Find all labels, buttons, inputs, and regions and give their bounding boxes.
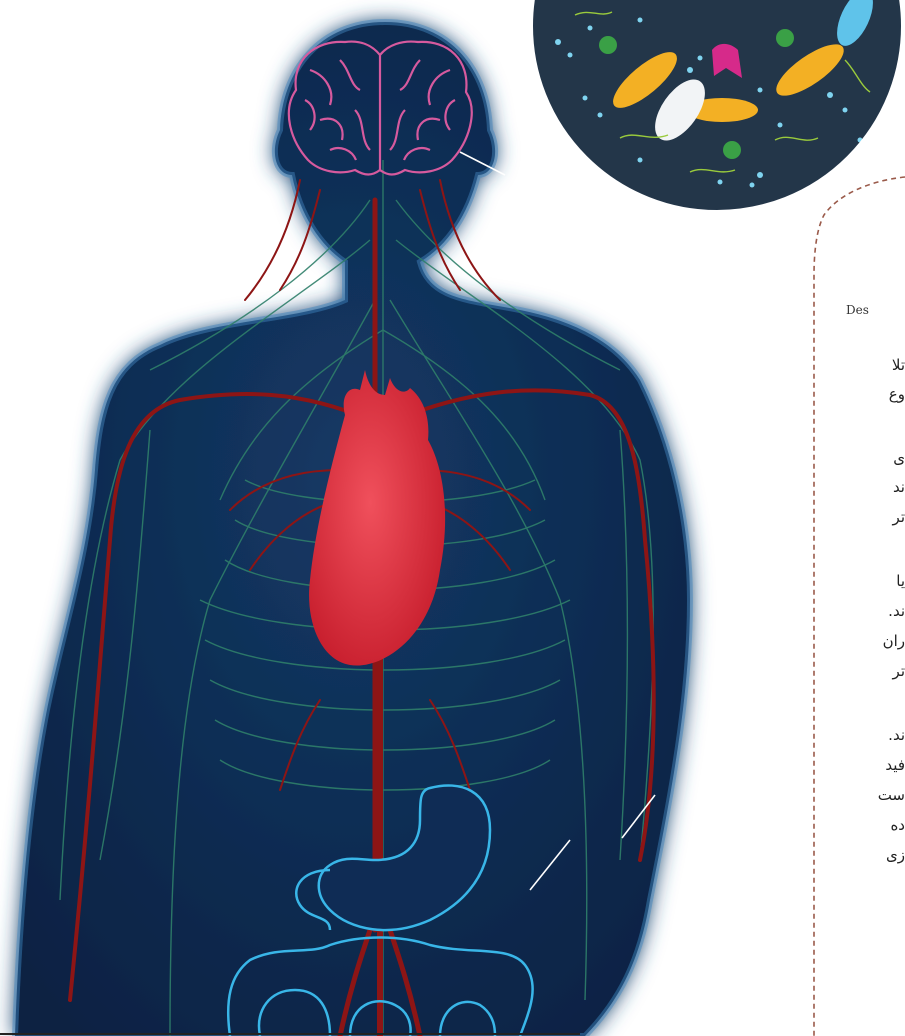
paragraph-3-line-3: ران — [883, 631, 905, 651]
paragraph-1-line-1: تلا — [892, 355, 905, 375]
paragraph-4-line-3: ست — [878, 785, 905, 805]
description-panel: Des تلا وع ی ند تر یا ند. ران تر ند. فید… — [808, 175, 905, 1036]
panel-caption: Des — [846, 303, 869, 317]
paragraph-4-line-4: دە — [890, 815, 905, 835]
paragraph-3-line-2: ند. — [888, 601, 905, 621]
paragraph-2-line-1: ی — [893, 448, 905, 468]
paragraph-2-line-2: ند — [893, 477, 905, 497]
paragraph-4-line-1: ند. — [888, 725, 905, 745]
paragraph-3-line-1: یا — [896, 571, 905, 591]
paragraph-1-line-2: وع — [889, 384, 905, 404]
paragraph-4-line-5: زی — [886, 845, 905, 865]
paragraph-3-line-4: تر — [893, 661, 905, 681]
paragraph-4-line-2: فید — [885, 755, 905, 775]
paragraph-2-line-3: تر — [893, 507, 905, 527]
